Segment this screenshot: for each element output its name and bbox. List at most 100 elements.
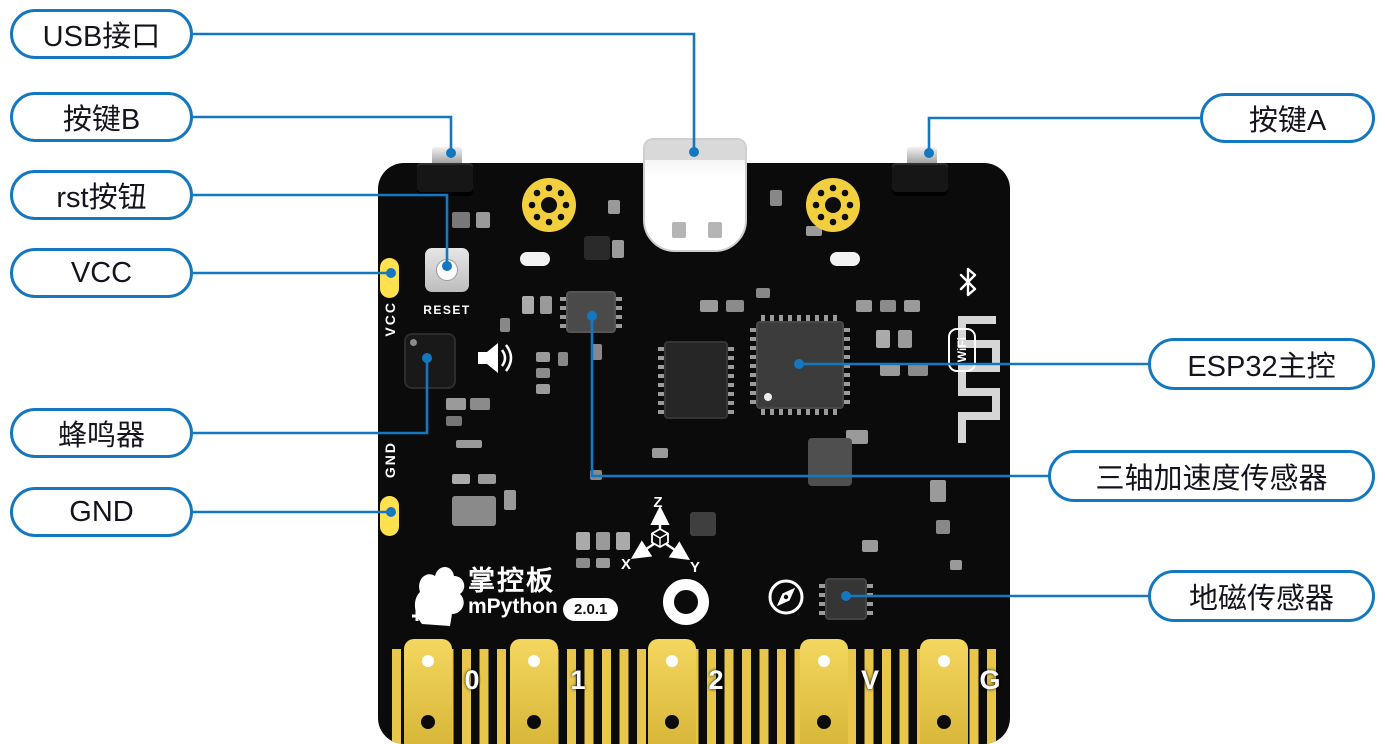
- edge-pad-v: [800, 639, 848, 744]
- edge-pad-1: [510, 639, 558, 744]
- callout-button-b: 按键B: [10, 92, 193, 142]
- vcc-pad: [380, 258, 399, 298]
- gnd-silkscreen-label: GND: [382, 441, 398, 479]
- smd-component: [522, 296, 534, 314]
- usb-c-connector: [643, 138, 747, 252]
- svg-text:Y: Y: [690, 559, 700, 575]
- edge-pin-label-v: V: [860, 665, 879, 695]
- smd-component: [856, 300, 872, 312]
- edge-pin-label-g: G: [979, 665, 1001, 695]
- mpython-board: RESET VCC GND: [378, 138, 1010, 744]
- accelerometer-chip: [560, 291, 622, 333]
- logo-text-en: mPython: [468, 595, 558, 618]
- edge-pin-label-1: 1: [570, 665, 586, 695]
- svg-text:Z: Z: [653, 494, 662, 511]
- button-b: [417, 163, 473, 196]
- magnetometer-chip: [819, 578, 873, 620]
- mount-hole-ring: [663, 579, 709, 625]
- mount-ring-right: [806, 178, 860, 232]
- vcc-silkscreen-label: VCC: [382, 301, 398, 337]
- smd-layer: [378, 163, 1010, 744]
- smd-component: [536, 352, 550, 362]
- smd-component: [584, 236, 610, 260]
- callout-vcc: VCC: [10, 248, 193, 298]
- smd-component: [536, 384, 550, 394]
- callout-usb-port: USB接口: [10, 9, 193, 59]
- reset-silkscreen-label: RESET: [423, 303, 471, 317]
- usb-pin: [708, 222, 722, 238]
- callout-line-usb: [193, 32, 696, 152]
- edge-pin-label-0: 0: [464, 665, 480, 695]
- gnd-pad: [380, 496, 399, 536]
- smd-component: [898, 330, 912, 348]
- smd-component: [936, 520, 950, 534]
- edge-pad-2: [648, 639, 696, 744]
- edge-pad-0: [404, 639, 452, 744]
- edge-connector: 0 1 2 V G: [378, 635, 1010, 744]
- axis-indicator-icon: Z X Y: [621, 494, 700, 575]
- smd-component: [500, 318, 510, 332]
- smd-component: [478, 474, 496, 484]
- smd-component: [558, 352, 568, 366]
- reset-button-cap: [436, 259, 458, 281]
- smd-component: [808, 438, 852, 486]
- mount-ring-left: [522, 178, 576, 232]
- smd-component: [592, 344, 602, 360]
- flash-chip: [658, 341, 734, 419]
- smd-component: [576, 558, 590, 568]
- button-b-actuator: [432, 147, 462, 164]
- wifi-silkscreen-label: WiFi: [955, 337, 969, 363]
- callout-line-button-a: [927, 116, 1202, 153]
- smd-component: [596, 558, 610, 568]
- smd-component: [576, 532, 590, 550]
- smd-component: [770, 190, 782, 206]
- smd-component: [536, 368, 550, 378]
- smd-component: [446, 416, 462, 426]
- smd-component: [806, 226, 822, 236]
- usb-shell: [645, 140, 745, 160]
- smd-component: [930, 480, 946, 502]
- compass-icon: [768, 579, 804, 615]
- smd-component: [456, 440, 482, 448]
- smd-component: [690, 512, 716, 536]
- smd-component: [520, 252, 550, 266]
- smd-component: [452, 212, 470, 228]
- smd-component: [950, 560, 962, 570]
- callout-line-button-b: [193, 115, 453, 153]
- wifi-silkscreen-badge: WiFi: [948, 328, 976, 372]
- smd-component: [504, 490, 516, 510]
- speaker-icon: [478, 343, 513, 373]
- usb-pin: [672, 222, 686, 238]
- mpython-hand-logo-icon: [412, 567, 465, 626]
- callout-gnd: GND: [10, 487, 193, 537]
- callout-accelerometer: 三轴加速度传感器: [1048, 450, 1375, 502]
- callout-buzzer: 蜂鸣器: [10, 408, 193, 458]
- buzzer-dot: [410, 339, 417, 346]
- button-a-actuator: [907, 147, 937, 164]
- smd-component: [908, 364, 928, 376]
- reset-button: [425, 248, 469, 292]
- button-a: [892, 163, 948, 196]
- smd-component: [876, 330, 890, 348]
- smd-component: [452, 474, 470, 484]
- smd-component: [652, 448, 668, 458]
- esp32-chip: [750, 315, 850, 415]
- smd-component: [452, 496, 496, 526]
- smd-component: [590, 470, 602, 480]
- smd-component: [616, 532, 630, 550]
- smd-component: [540, 296, 552, 314]
- smd-component: [726, 300, 744, 312]
- callout-rst-button: rst按钮: [10, 170, 193, 220]
- smd-component: [470, 398, 490, 410]
- smd-component: [880, 364, 900, 376]
- buzzer-component: [404, 333, 456, 389]
- smd-component: [476, 212, 490, 228]
- bluetooth-icon: [959, 267, 977, 297]
- smd-component: [596, 532, 610, 550]
- version-badge: 2.0.1: [563, 598, 619, 621]
- smd-component: [880, 300, 896, 312]
- logo-text-cn: 掌控板: [468, 566, 555, 596]
- edge-pad-g: [920, 639, 968, 744]
- smd-component: [756, 288, 770, 298]
